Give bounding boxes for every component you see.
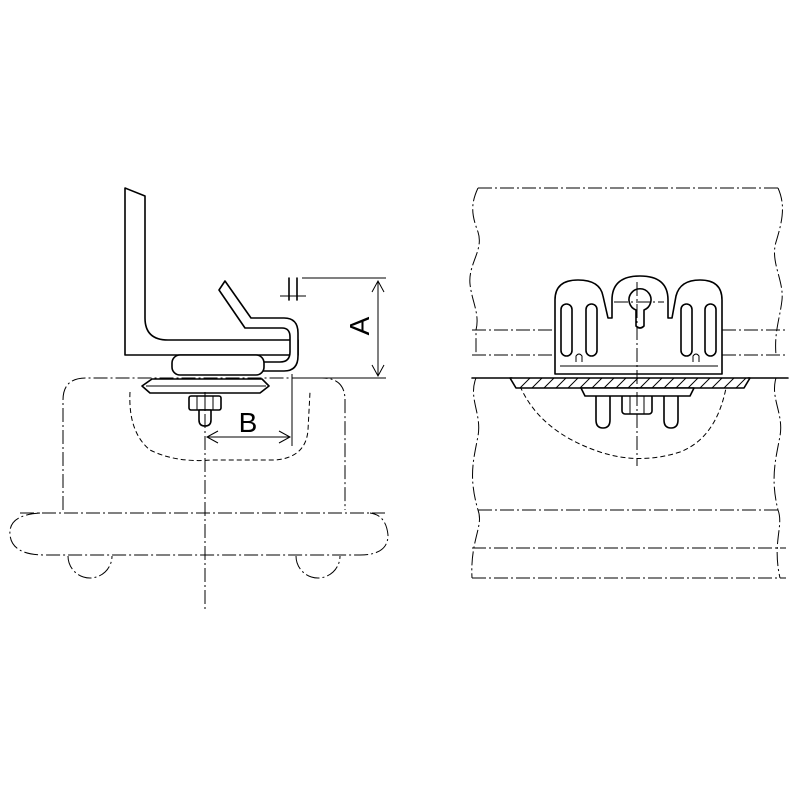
front-view — [469, 187, 789, 579]
slot-icon — [680, 303, 693, 357]
dimension-a: A — [302, 277, 386, 379]
slot-icon — [560, 303, 573, 357]
dimension-b-label: B — [239, 407, 258, 438]
break-line-right — [773, 187, 783, 579]
slot-icon — [704, 303, 717, 357]
side-view: A B — [9, 187, 389, 612]
profile-outline — [9, 377, 389, 579]
break-line-left — [469, 187, 480, 579]
hidden-cavity — [129, 391, 311, 462]
slot-icon — [585, 303, 598, 357]
panel-lines — [471, 187, 789, 579]
dimension-b: B — [205, 374, 293, 446]
hidden-cavity-front — [519, 385, 727, 459]
clip-front — [554, 275, 723, 375]
angle-bracket — [124, 187, 299, 356]
dimension-a-label: A — [344, 316, 375, 335]
base-plate — [141, 378, 270, 394]
mounting-pad — [171, 354, 265, 376]
hatched-plate — [509, 377, 751, 389]
keyhole-icon — [628, 288, 652, 329]
